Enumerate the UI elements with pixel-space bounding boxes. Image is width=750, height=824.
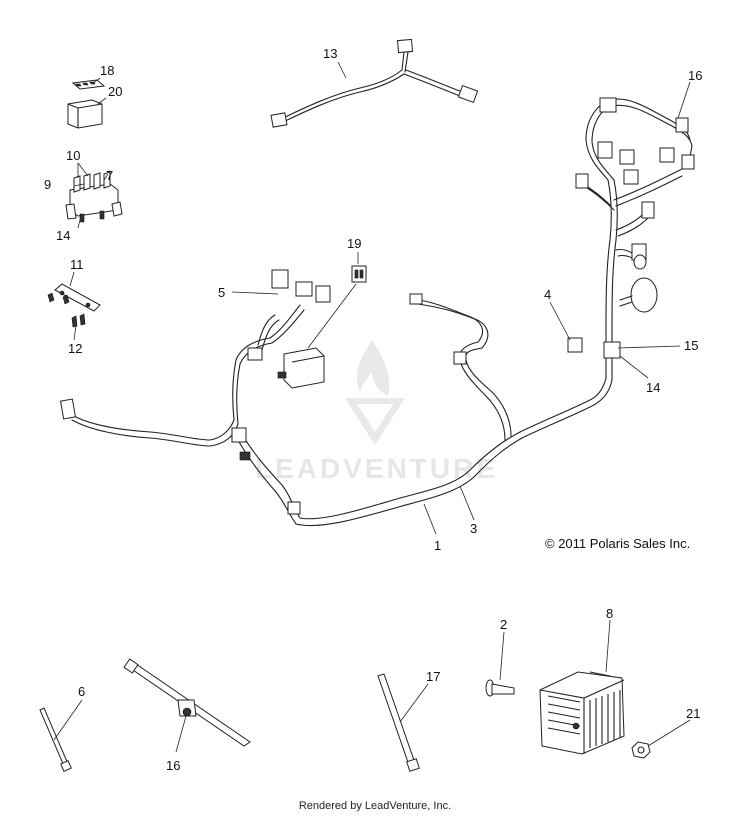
callout-21: 21 (686, 706, 700, 721)
push-pin-2 (485, 679, 515, 697)
callout-4: 4 (544, 287, 551, 302)
callout-18: 18 (100, 63, 114, 78)
relay-module (247, 269, 331, 389)
callout-17: 17 (426, 669, 440, 684)
callout-5: 5 (218, 285, 225, 300)
callout-1: 1 (434, 538, 441, 553)
callout-9: 9 (44, 177, 51, 192)
callout-3: 3 (470, 521, 477, 536)
callout-13: 13 (323, 46, 337, 61)
callout-8: 8 (606, 606, 613, 621)
footer-credit: Rendered by LeadVenture, Inc. (298, 800, 452, 812)
callout-14-fuse-block: 14 (56, 228, 70, 243)
main-harness (59, 97, 695, 527)
callout-20: 20 (108, 84, 122, 99)
callout-6: 6 (78, 684, 85, 699)
callout-labels: 1 2 3 4 5 6 7 8 9 10 11 12 13 14 14 15 1… (44, 46, 702, 773)
nut-21 (631, 741, 651, 759)
cable-tie-17 (377, 673, 420, 772)
copyright-notice: © 2011 Polaris Sales Inc. (545, 536, 691, 551)
callout-10: 10 (66, 148, 80, 163)
fuse-block-cover (67, 79, 106, 129)
cable-tie-16 (123, 658, 251, 747)
callout-12: 12 (68, 341, 82, 356)
callout-15: 15 (684, 338, 698, 353)
callout-16-clip: 16 (166, 758, 180, 773)
callout-11: 11 (70, 257, 84, 272)
sub-harness-13 (270, 38, 479, 128)
watermark-logo (345, 340, 405, 445)
cable-tie-6 (39, 707, 72, 772)
relay-19 (351, 265, 367, 283)
callout-7: 7 (106, 168, 113, 183)
callout-14-harness: 14 (646, 380, 660, 395)
leader-lines (53, 61, 691, 753)
callout-2: 2 (500, 617, 507, 632)
watermark-text: LEADVENTURE (255, 453, 498, 484)
callout-16-harness: 16 (688, 68, 702, 83)
bracket (47, 283, 101, 328)
callout-19: 19 (347, 236, 361, 251)
regulator-8 (539, 671, 625, 755)
fuse-block (65, 171, 123, 223)
